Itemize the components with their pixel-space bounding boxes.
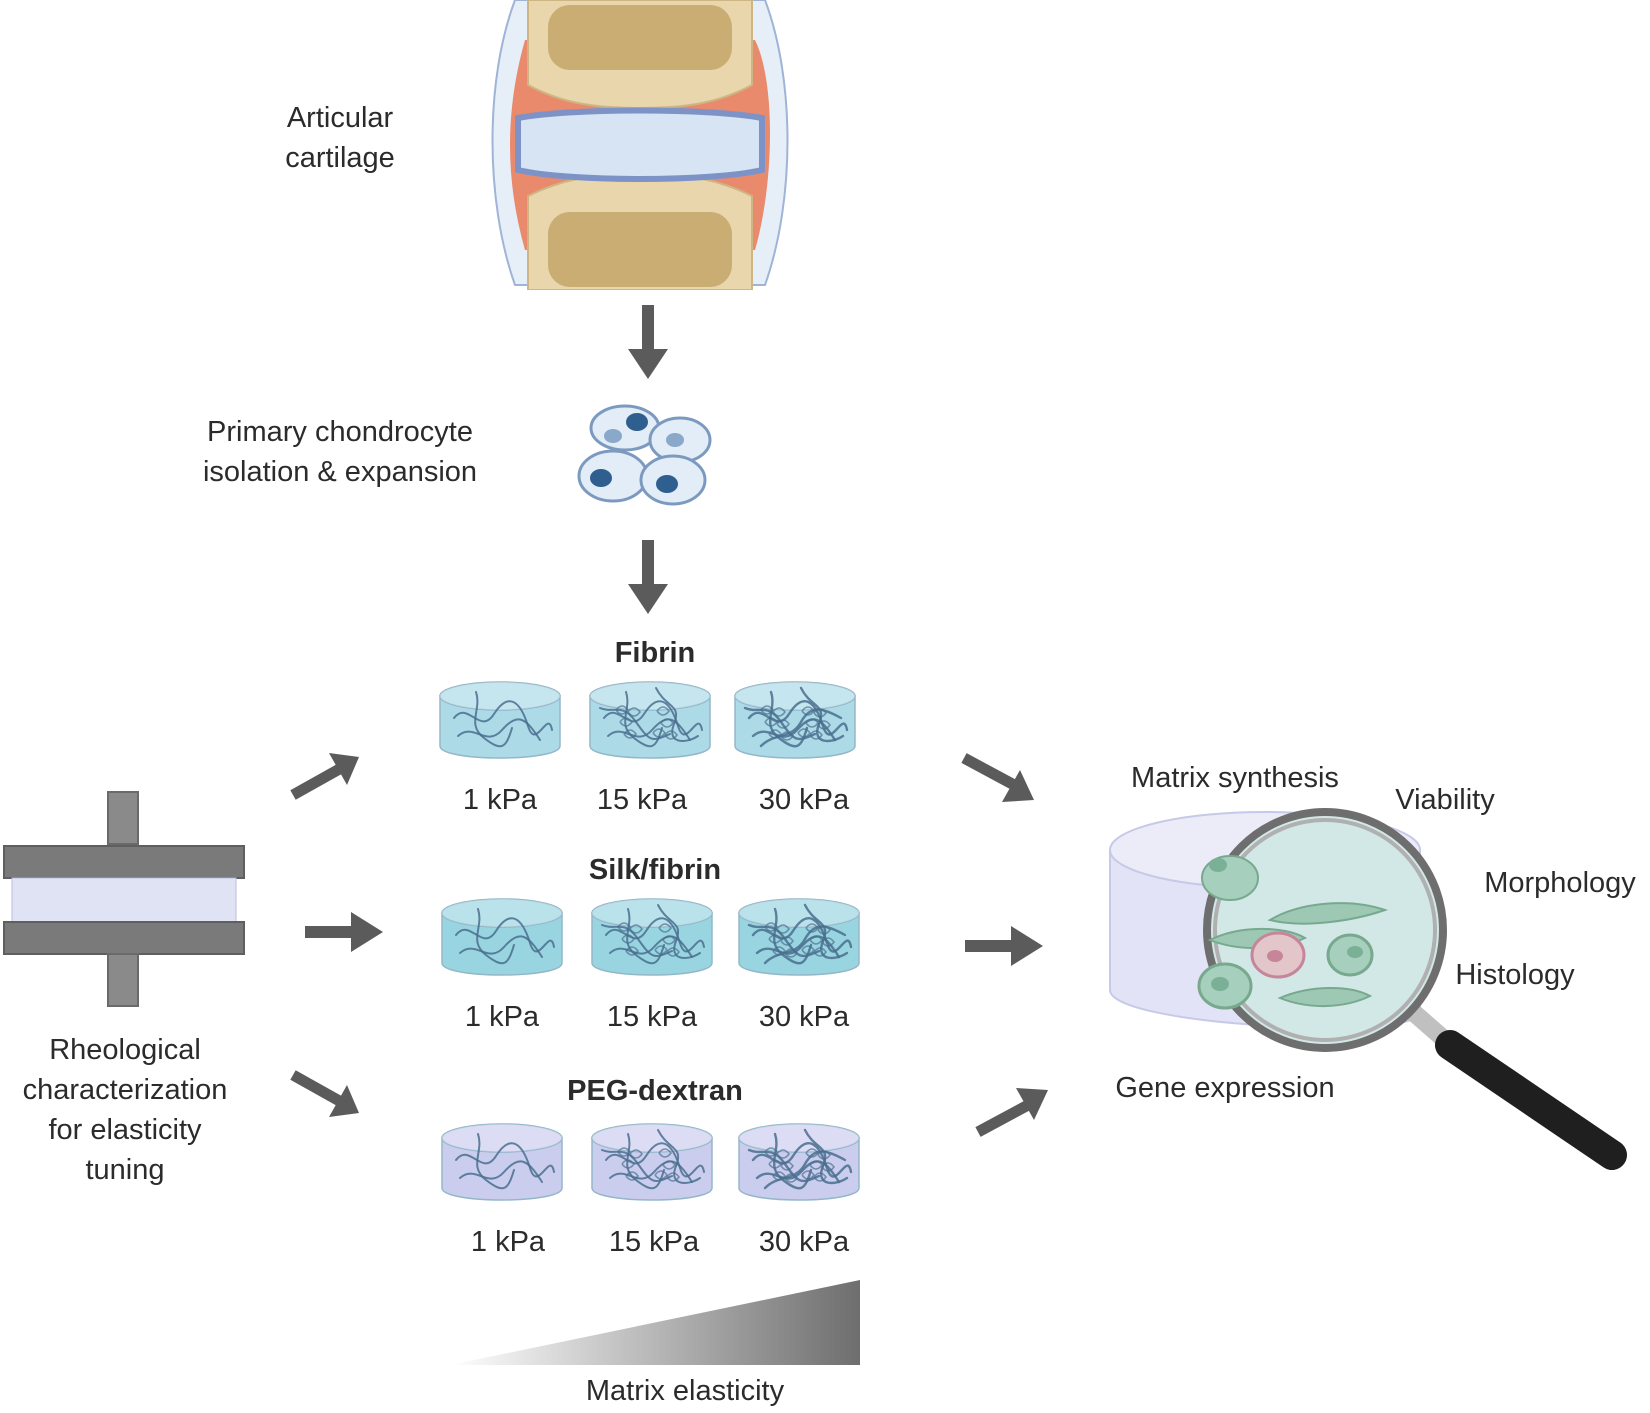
arrow-down-icon xyxy=(628,540,668,614)
arrow-up-right-icon xyxy=(290,753,359,800)
stiffness-label: 1 kPa xyxy=(464,1001,540,1033)
hydrogel-disc-icon xyxy=(439,681,561,759)
matrix-elasticity-label: Matrix elasticity xyxy=(585,1375,785,1407)
articular-cartilage-label: Articular cartilage xyxy=(285,102,395,174)
hydrogel-name: Silk/fibrin xyxy=(588,854,722,886)
arrow-down-right-icon xyxy=(290,1070,359,1117)
arrow-down-icon xyxy=(628,305,668,379)
stiffness-label: 1 kPa xyxy=(462,784,538,816)
histology-label: Histology xyxy=(1455,959,1575,991)
hydrogel-disc-icon xyxy=(441,898,563,976)
hydrogel-disc-icon xyxy=(591,1123,713,1201)
hydrogel-disc-icon xyxy=(738,898,860,976)
stiffness-label: 1 kPa xyxy=(470,1226,546,1258)
morphology-label: Morphology xyxy=(1484,867,1636,899)
stiffness-label: 30 kPa xyxy=(758,1226,850,1258)
hydrogel-disc-icon xyxy=(734,681,856,759)
hydrogel-disc-icon xyxy=(589,681,711,759)
stiffness-label: 30 kPa xyxy=(758,784,850,816)
chondrocyte-cells-icon xyxy=(577,404,712,506)
elasticity-gradient-icon xyxy=(450,1280,860,1365)
rheometer-icon xyxy=(3,791,245,1007)
gene-expression-label: Gene expression xyxy=(1115,1072,1335,1104)
arrow-right-icon xyxy=(965,926,1043,966)
chondrocyte-label: Primary chondrocyte isolation & expansio… xyxy=(202,416,478,488)
arrow-right-icon xyxy=(305,912,383,952)
stiffness-label: 15 kPa xyxy=(596,784,688,816)
hydrogel-disc-icon xyxy=(441,1123,563,1201)
rheology-label: Rheological characterization for elastic… xyxy=(22,1034,228,1186)
stiffness-label: 15 kPa xyxy=(608,1226,700,1258)
arrow-up-right-icon xyxy=(975,1088,1048,1137)
matrix-synthesis-label: Matrix synthesis xyxy=(1131,762,1339,794)
hydrogel-name: PEG-dextran xyxy=(567,1075,743,1107)
magnifying-glass-icon xyxy=(1109,808,1627,1170)
hydrogel-name: Fibrin xyxy=(614,637,696,669)
knee-joint-icon xyxy=(491,0,789,290)
hydrogel-disc-icon xyxy=(591,898,713,976)
arrow-down-right-icon xyxy=(961,753,1034,802)
hydrogel-disc-icon xyxy=(738,1123,860,1201)
viability-label: Viability xyxy=(1395,784,1495,816)
stiffness-label: 15 kPa xyxy=(606,1001,698,1033)
stiffness-label: 30 kPa xyxy=(758,1001,850,1033)
